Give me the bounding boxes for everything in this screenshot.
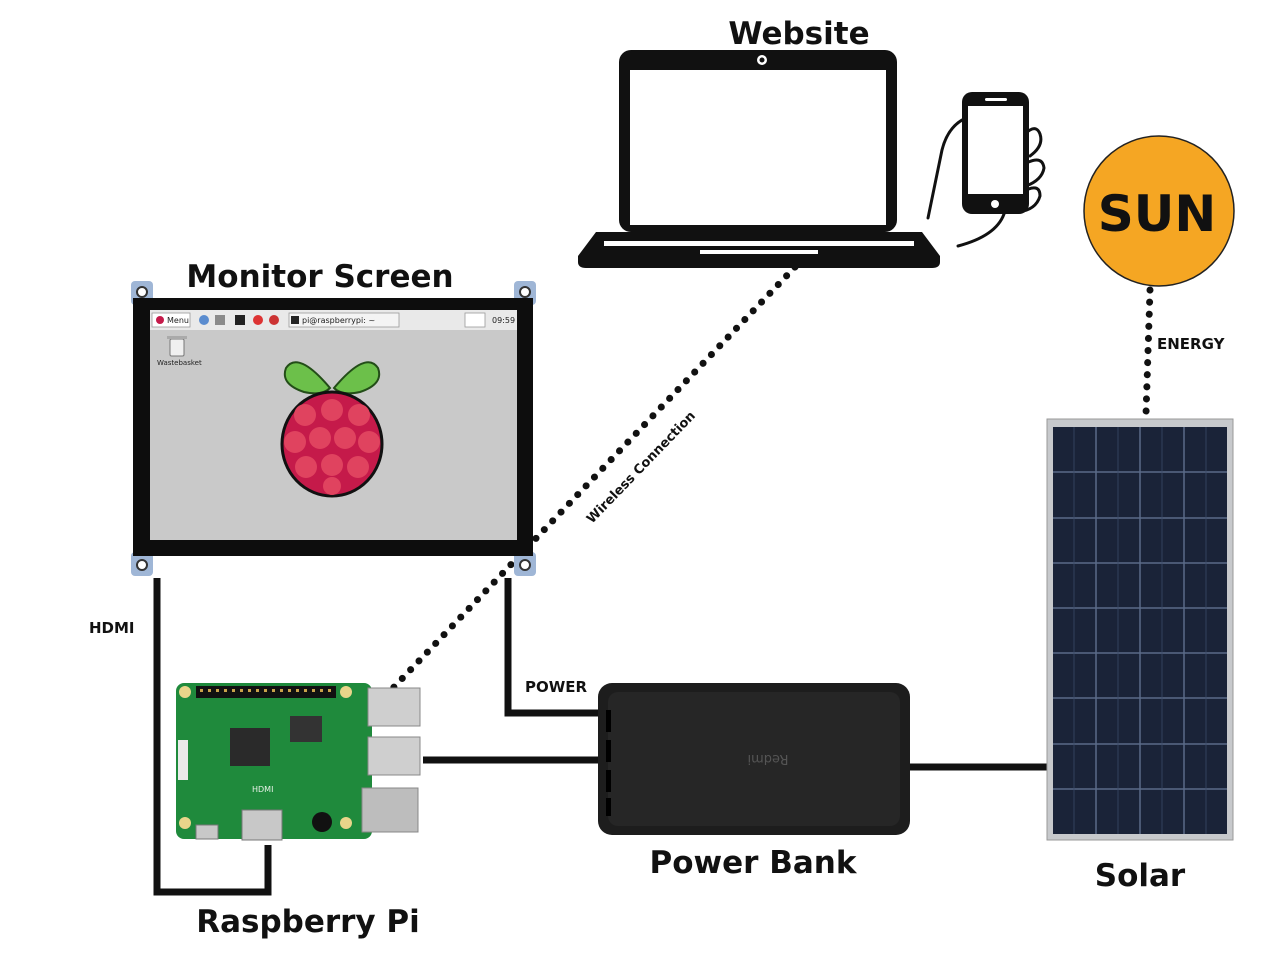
solar-panel-grid (1053, 427, 1227, 834)
solar-label: Solar (1095, 858, 1186, 894)
hdmi-label: HDMI (89, 619, 135, 637)
raspberry-menu-icon (156, 316, 164, 324)
pi-hdmi-text: HDMI (252, 785, 273, 794)
sun-label: SUN (1098, 185, 1216, 243)
pi-usb-port-2 (367, 736, 421, 776)
power-bank-port-3 (606, 770, 611, 792)
monitor-power-cable (504, 578, 598, 717)
website-label: Website (728, 16, 869, 52)
pi-usb-port-1 (367, 687, 421, 727)
sun (1083, 135, 1235, 287)
raspberry-pi-logo (280, 361, 384, 498)
desktop-clock: 09:59 (492, 316, 515, 325)
laptop-screen (630, 70, 886, 225)
energy-line (1142, 286, 1154, 418)
power-bank-port-4 (606, 798, 611, 816)
hand-outline (926, 116, 1046, 248)
energy-label: ENERGY (1157, 335, 1226, 353)
raspberry-pi-board (176, 683, 421, 841)
power-bank-port-1 (606, 710, 611, 732)
desktop-terminal-label: pi@raspberrypi: ~ (302, 316, 375, 325)
desktop-menu-label: Menu (167, 316, 189, 325)
smartphone (926, 92, 1046, 248)
power-bank (598, 683, 910, 835)
pi-pcb (176, 683, 372, 839)
pi-ethernet-port (361, 787, 419, 833)
laptop (578, 50, 940, 268)
wastebasket-icon (167, 336, 187, 357)
files-icon (215, 315, 225, 325)
browser-icon (199, 315, 209, 325)
pi-audio-jack (312, 812, 332, 832)
desktop-wastebasket-label: Wastebasket (157, 359, 202, 367)
monitor-screen-label: Monitor Screen (186, 259, 453, 295)
pi-hdmi-port (241, 809, 283, 841)
phone-screen (968, 106, 1023, 194)
power-label: POWER (525, 678, 588, 696)
monitor (131, 281, 536, 576)
solar-panel (1046, 418, 1234, 841)
power-bank-port-2 (606, 740, 611, 762)
hdmi-cable (153, 578, 272, 896)
pi-cpu (230, 728, 270, 766)
laptop-trackpad (700, 250, 818, 254)
mathematica-icon (253, 315, 263, 325)
wolfram-icon (269, 315, 279, 325)
phone-home-button (991, 200, 999, 208)
cables (153, 578, 1048, 896)
power-bank-brand: Redmi (748, 751, 789, 766)
raspberry-pi-label: Raspberry Pi (196, 904, 420, 940)
sun-circle (1083, 135, 1235, 287)
terminal-icon (235, 315, 245, 325)
power-bank-label: Power Bank (650, 845, 858, 881)
